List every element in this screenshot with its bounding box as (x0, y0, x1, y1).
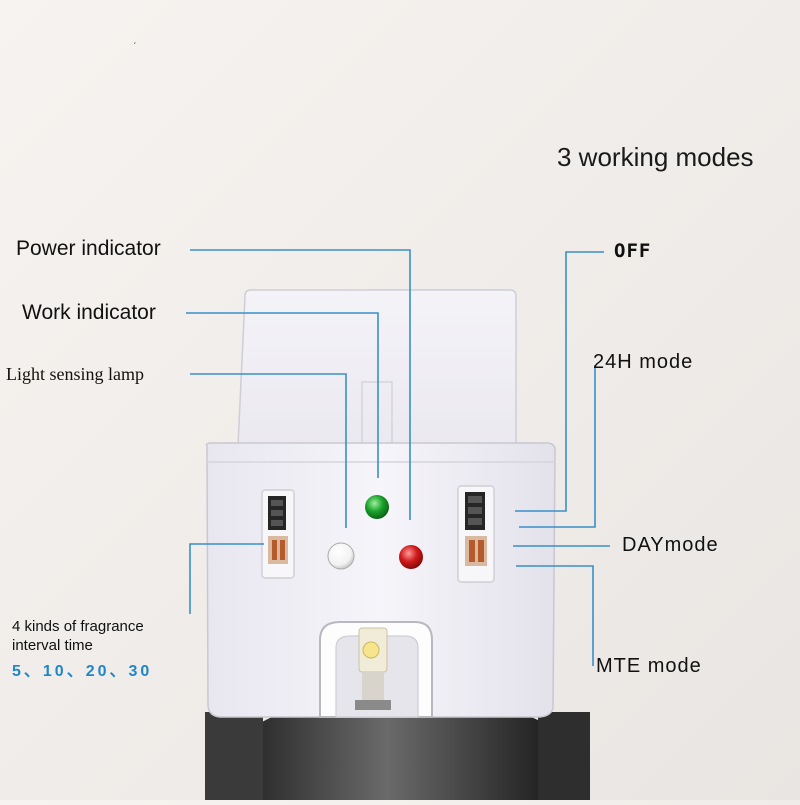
interval-switch[interactable] (261, 489, 295, 579)
fragrance-interval-note: 4 kinds of fragrance interval time (12, 618, 144, 654)
can-side-left (205, 712, 263, 800)
work-indicator-label: Work indicator (22, 301, 156, 324)
can-side-right (538, 712, 590, 800)
white-light-sensor (327, 542, 355, 570)
24h-mode-label: 24H mode (593, 351, 694, 373)
interval-values: 5、10、20、30 (12, 663, 153, 680)
light-sensing-lamp-label: Light sensing lamp (6, 364, 144, 384)
leader-lines (186, 249, 610, 666)
spray-nozzle (355, 627, 391, 710)
mode-switch[interactable] (457, 485, 495, 583)
speck: ˊ (133, 42, 137, 53)
aerosol-can (252, 701, 552, 800)
power-indicator-label: Power indicator (16, 237, 161, 260)
off-mode-label: OFF (614, 240, 652, 262)
device-top-panel (237, 289, 517, 447)
red-led (399, 545, 423, 569)
day-mode-label: DAYmode (622, 534, 719, 556)
working-modes-title: 3 working modes (557, 142, 754, 172)
green-led (365, 495, 389, 519)
mte-mode-label: MTE mode (596, 655, 702, 677)
